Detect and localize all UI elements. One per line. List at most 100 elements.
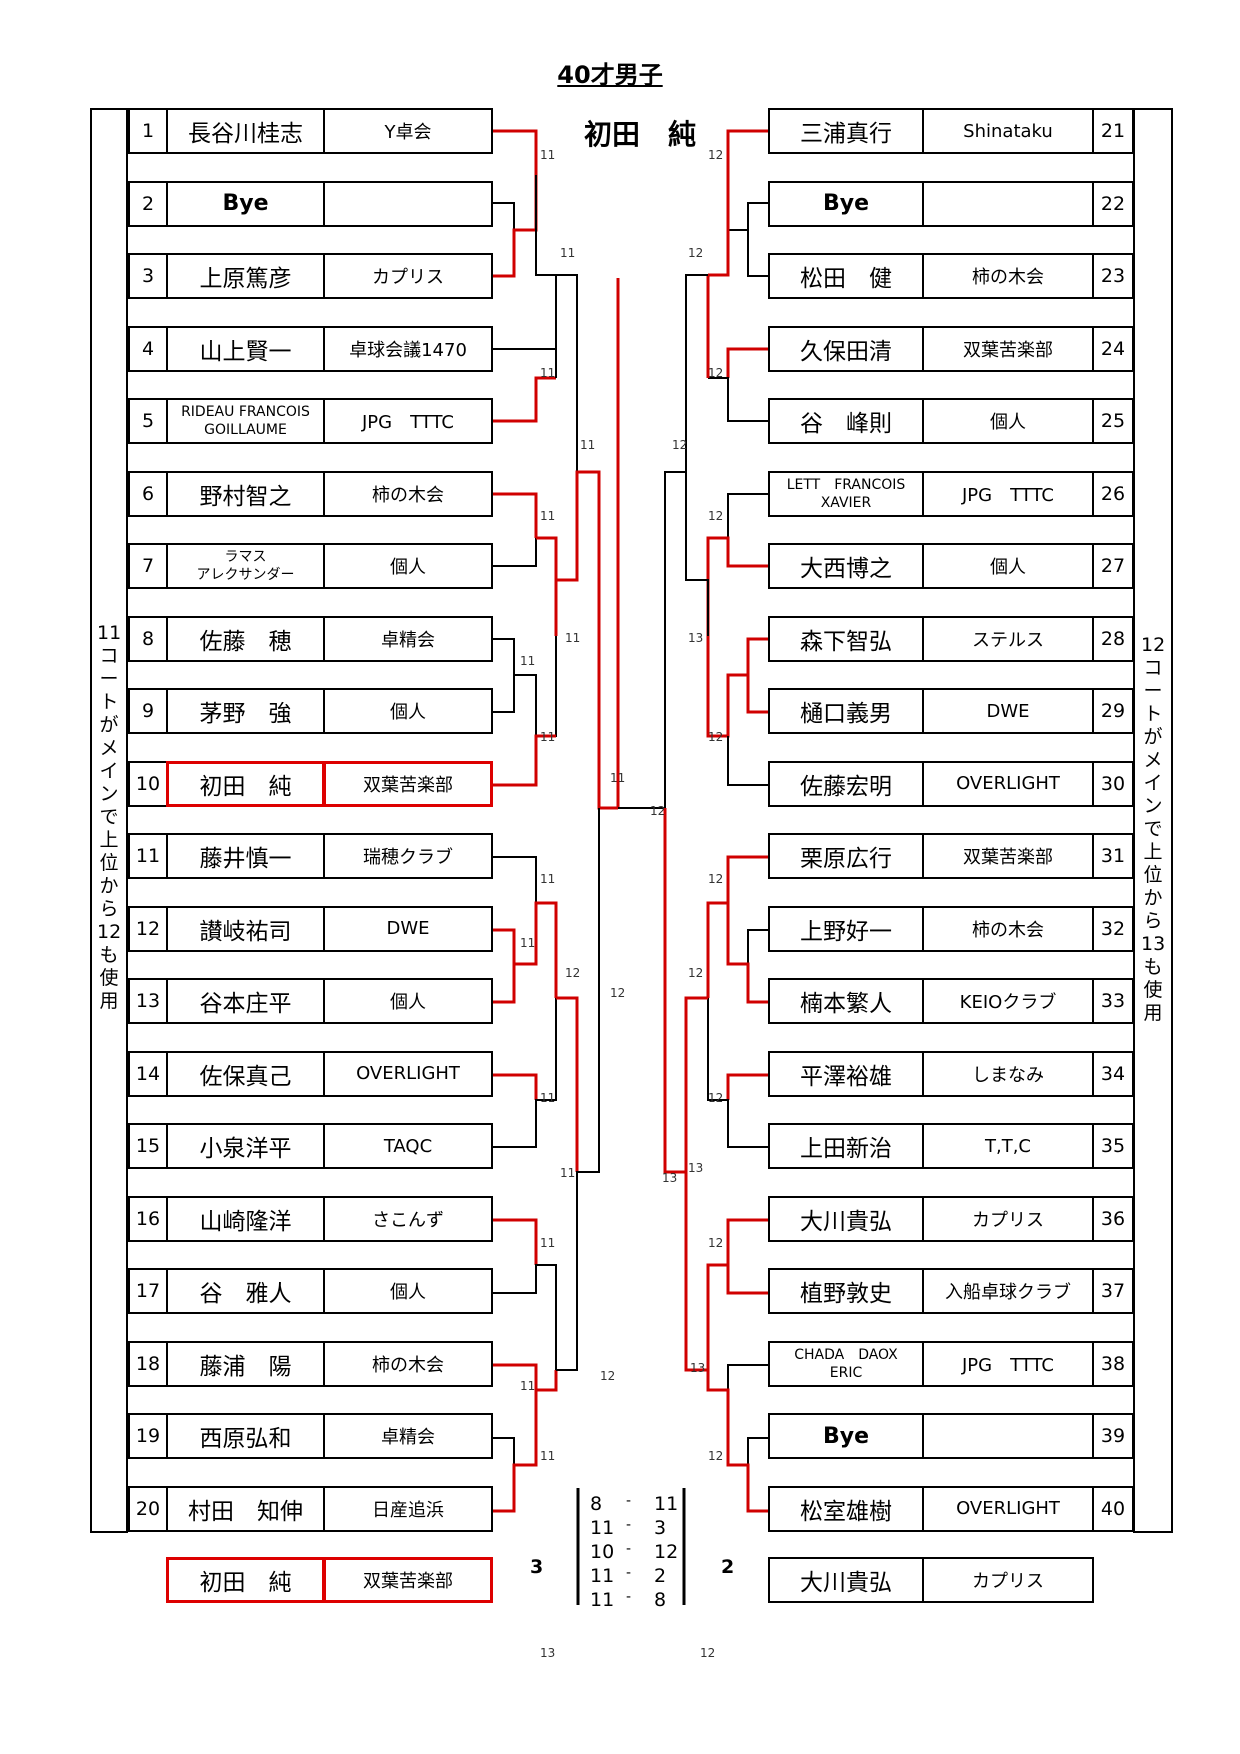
bracket-line — [726, 855, 768, 903]
court-label: 12 — [565, 966, 581, 980]
bracket-line — [493, 928, 516, 964]
score-right: 11 — [654, 1493, 679, 1515]
player-club: 卓精会 — [323, 615, 493, 662]
court-label: 12 — [708, 366, 724, 380]
court-label: 12 — [708, 872, 724, 886]
bracket-line — [706, 901, 768, 1004]
score-sep: - — [626, 1517, 632, 1533]
player-name: 西原弘和 — [166, 1413, 325, 1459]
player-name: 野村智之 — [166, 470, 325, 517]
court-label: 11 — [540, 509, 556, 523]
score-left: 11 — [590, 1589, 615, 1611]
bracket-line — [493, 856, 537, 903]
score-row: 8-11 — [582, 1493, 688, 1517]
score-row: 10-12 — [582, 1541, 688, 1565]
court-label: 11 — [610, 771, 626, 785]
player-name: 上原篤彦 — [166, 253, 325, 299]
court-label: 12 — [688, 246, 704, 260]
bracket-line — [536, 536, 558, 636]
court-label: 12 — [708, 730, 724, 744]
bracket-line — [706, 1370, 768, 1513]
bracket-line — [493, 1437, 515, 1465]
bracket-line — [493, 202, 515, 230]
score-left: 11 — [590, 1517, 615, 1539]
seed-number: 33 — [1092, 978, 1134, 1024]
score-left: 8 — [590, 1493, 603, 1515]
bracket-line — [708, 175, 730, 277]
player-club: カプリス — [323, 253, 493, 299]
final-left-name: 初田 純 — [166, 1557, 325, 1603]
player-name: 佐藤宏明 — [768, 760, 924, 807]
player-name: 谷本庄平 — [166, 978, 325, 1024]
seed-number: 29 — [1092, 688, 1134, 734]
court-label: 12 — [700, 1646, 716, 1660]
bracket-line — [493, 376, 556, 423]
bracket-line — [493, 538, 537, 567]
court-label: 11 — [540, 1236, 556, 1250]
court-label: 12 — [610, 986, 626, 1000]
seed-number: 24 — [1092, 325, 1134, 372]
bracket-line — [747, 929, 768, 964]
bracket-line — [726, 1218, 768, 1265]
bracket-line — [726, 347, 768, 378]
seed-number: 30 — [1092, 760, 1134, 807]
bracket-line — [493, 1264, 557, 1370]
court-label: 11 — [580, 438, 596, 452]
seed-number: 22 — [1092, 180, 1134, 227]
bracket-line — [747, 202, 768, 230]
bracket-line — [708, 377, 768, 422]
left-note: 11 コ ー ト が メ イ ン で 上 位 か ら 12 も 使 用 — [97, 622, 122, 1012]
score-right: 12 — [654, 1541, 679, 1563]
score-right: 3 — [654, 1517, 667, 1539]
bracket-line — [727, 736, 768, 786]
final-left-player: 初田 純 双葉苦楽部 — [166, 1557, 493, 1603]
court-label: 12 — [600, 1369, 616, 1383]
court-label: 11 — [520, 1379, 536, 1393]
final-right-games: 2 — [721, 1556, 735, 1578]
player-name: 楠本繁人 — [768, 978, 924, 1024]
player-club: 柿の木会 — [323, 1340, 493, 1387]
score-left: 10 — [590, 1541, 615, 1563]
bracket-line — [707, 998, 768, 1148]
seed-number: 27 — [1092, 543, 1134, 589]
court-label: 11 — [520, 654, 536, 668]
bracket-line — [663, 808, 708, 1372]
court-label: 11 — [520, 936, 536, 950]
score-row: 11-8 — [582, 1589, 688, 1613]
page-title: 40才男子 — [557, 61, 663, 89]
final-right-player: 大川貴弘 カプリス — [768, 1557, 1094, 1603]
court-label: 11 — [540, 1091, 556, 1105]
bracket-line — [706, 636, 768, 738]
right-note: 12 コ ー ト が メ イ ン で 上 位 か ら 13 も 使 用 — [1141, 634, 1166, 1024]
seed-number: 26 — [1092, 470, 1134, 517]
right-note-box — [1133, 108, 1173, 1533]
bracket-line — [493, 1363, 538, 1390]
bracket-line — [493, 1370, 558, 1513]
player-name: 藤浦 陽 — [166, 1340, 325, 1387]
bracket-line — [746, 637, 768, 675]
bracket-line — [747, 1437, 768, 1465]
bracket-line — [727, 493, 768, 538]
